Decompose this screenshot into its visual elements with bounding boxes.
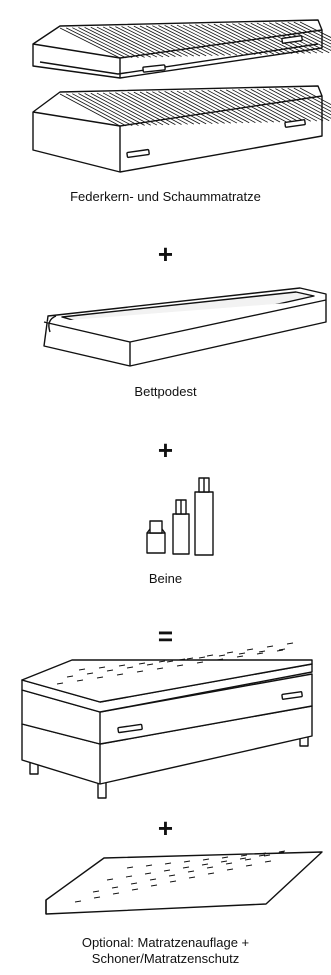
plus-operator: +: [157, 239, 174, 269]
bed-base-illustration: [44, 288, 326, 366]
legs-illustration: [147, 478, 213, 555]
caption-legs: Beine: [148, 571, 183, 586]
caption-topper: Optional: Matratzenauflage + Schoner/Mat…: [81, 935, 250, 966]
assembled-bed-illustration: [22, 643, 312, 798]
plus-operator: +: [157, 813, 174, 843]
caption-bed-base: Bettpodest: [134, 384, 197, 399]
caption-mattress: Federkern- und Schaummatratze: [70, 189, 261, 204]
topper-illustration: [46, 851, 322, 914]
plus-operator: +: [157, 435, 174, 465]
equals-operator: =: [157, 621, 174, 651]
mattress-illustration: [33, 20, 331, 172]
